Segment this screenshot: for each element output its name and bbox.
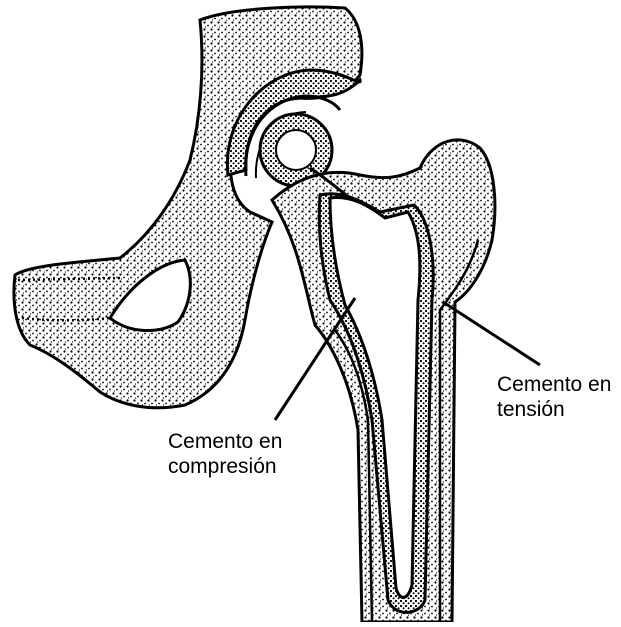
leader-line-tension xyxy=(443,302,540,365)
label-cement-tension: Cemento en tensión xyxy=(497,372,611,422)
label-cement-compression: Cemento en compresión xyxy=(168,429,282,479)
label-compression-line2: compresión xyxy=(168,454,282,479)
label-compression-line1: Cemento en xyxy=(168,429,282,454)
label-tension-line2: tensión xyxy=(497,397,611,422)
label-tension-line1: Cemento en xyxy=(497,372,611,397)
